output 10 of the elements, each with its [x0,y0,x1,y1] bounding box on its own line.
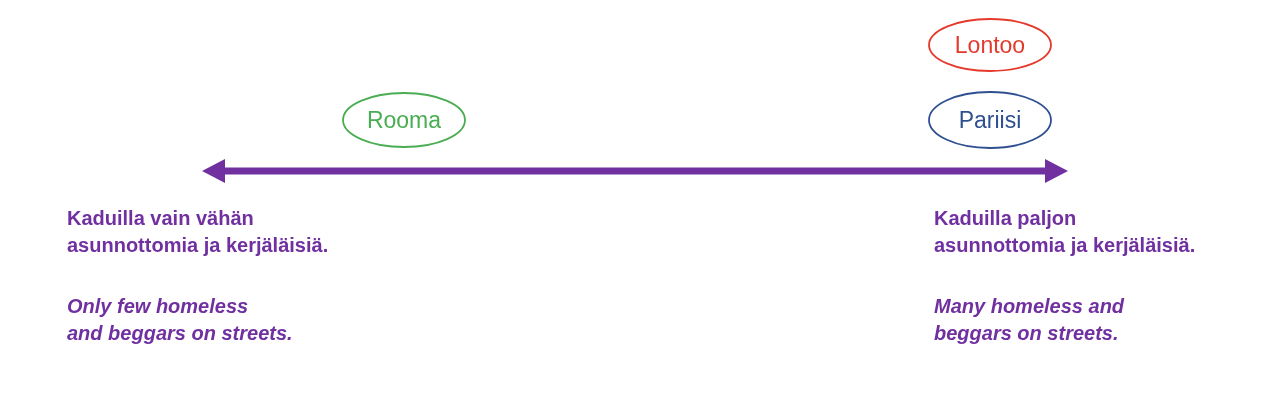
english-description: Only few homeless and beggars on streets. [67,294,293,346]
city-ellipse [928,18,1052,72]
city-name: Rooma [365,106,443,134]
city-ellipse [928,91,1052,149]
city-name: Pariisi [957,106,1023,134]
english-description: Many homeless and beggars on streets. [934,294,1125,346]
finnish-description: Kaduilla vain vähän asunnottomia ja kerjäläisiä. [67,206,329,258]
finnish-description: Kaduilla paljon asunnottomia ja kerjäläisiä. [934,206,1196,258]
city-name: Lontoo [953,31,1027,59]
city-ellipse [342,92,466,148]
